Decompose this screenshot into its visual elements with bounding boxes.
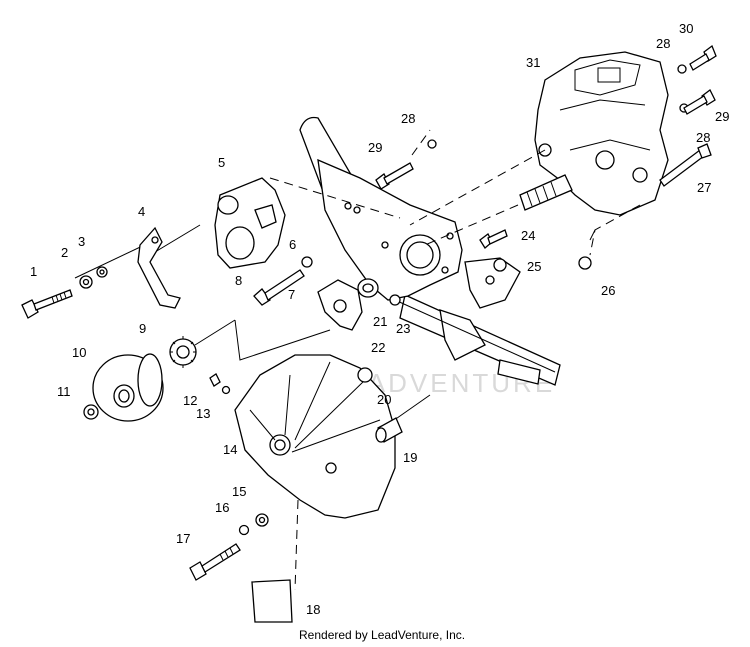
callout-28-a: 28 xyxy=(401,111,415,126)
shift-housing-5 xyxy=(214,177,286,269)
bolt-17 xyxy=(189,543,241,581)
washer-28-a xyxy=(427,139,437,149)
washer-13 xyxy=(221,385,231,395)
washer-3-hole xyxy=(99,269,105,275)
callout-6: 6 xyxy=(289,237,296,252)
callout-12: 12 xyxy=(183,393,197,408)
callout-14: 14 xyxy=(223,442,237,457)
callout-28-c: 28 xyxy=(696,130,710,145)
pulley-10 xyxy=(92,353,164,422)
callout-15: 15 xyxy=(232,484,246,499)
callout-16: 16 xyxy=(215,500,229,515)
sprocket-9 xyxy=(169,336,197,368)
nut-23 xyxy=(389,294,401,306)
bolt-1 xyxy=(21,289,73,319)
spacer-19 xyxy=(375,417,403,443)
callout-labels: 1 2 3 4 5 6 7 8 9 10 11 12 13 14 15 16 1… xyxy=(30,21,729,617)
callout-25: 25 xyxy=(527,259,541,274)
callout-28-b: 28 xyxy=(656,36,670,51)
bracket-4-hole xyxy=(151,236,159,244)
washer-2-hole xyxy=(82,278,90,286)
bolt-27 xyxy=(659,143,712,187)
callout-4: 4 xyxy=(138,204,145,219)
callout-5: 5 xyxy=(218,155,225,170)
callout-26: 26 xyxy=(601,283,615,298)
washer-6 xyxy=(301,256,313,268)
callout-29-b: 29 xyxy=(715,109,729,124)
bolt-8 xyxy=(253,269,305,306)
callout-11: 11 xyxy=(57,384,71,399)
bolt-12 xyxy=(209,373,221,387)
guard-14 xyxy=(234,354,396,519)
bolt-29-a xyxy=(375,162,414,190)
bolt-24 xyxy=(479,229,508,249)
callout-27: 27 xyxy=(697,180,711,195)
callout-13: 13 xyxy=(196,406,210,421)
bracket-4 xyxy=(137,226,181,309)
nut-11-hole xyxy=(87,408,95,416)
callout-10: 10 xyxy=(72,345,86,360)
callout-20: 20 xyxy=(377,392,391,407)
callout-3: 3 xyxy=(78,234,85,249)
bolt-29-b xyxy=(683,89,716,115)
callout-23: 23 xyxy=(396,321,410,336)
nut-25 xyxy=(493,258,507,272)
nut-20 xyxy=(357,367,373,383)
callout-30: 30 xyxy=(679,21,693,36)
callout-2: 2 xyxy=(61,245,68,260)
callout-1: 1 xyxy=(30,264,37,279)
transmission xyxy=(519,51,669,216)
right-bracket xyxy=(464,257,521,309)
callout-22: 22 xyxy=(371,340,385,355)
callout-29-a: 29 xyxy=(368,140,382,155)
callout-18: 18 xyxy=(306,602,320,617)
decal-18 xyxy=(251,579,293,623)
footer-credit: Rendered by LeadVenture, Inc. xyxy=(299,628,465,642)
callout-31: 31 xyxy=(526,55,540,70)
callout-7: 7 xyxy=(288,287,295,302)
callout-21: 21 xyxy=(373,314,387,329)
plate-7-hole xyxy=(333,299,347,313)
callout-24: 24 xyxy=(521,228,535,243)
washer-15-hole xyxy=(258,516,266,524)
callout-9: 9 xyxy=(139,321,146,336)
nut-26 xyxy=(578,256,592,270)
callout-17: 17 xyxy=(176,531,190,546)
bolt-30 xyxy=(689,44,717,71)
washer-16 xyxy=(238,524,250,536)
callout-8: 8 xyxy=(235,273,242,288)
callout-19: 19 xyxy=(403,450,417,465)
seal-21-inner xyxy=(362,283,374,293)
frame-plate xyxy=(317,158,463,301)
washer-28-b xyxy=(677,64,687,74)
